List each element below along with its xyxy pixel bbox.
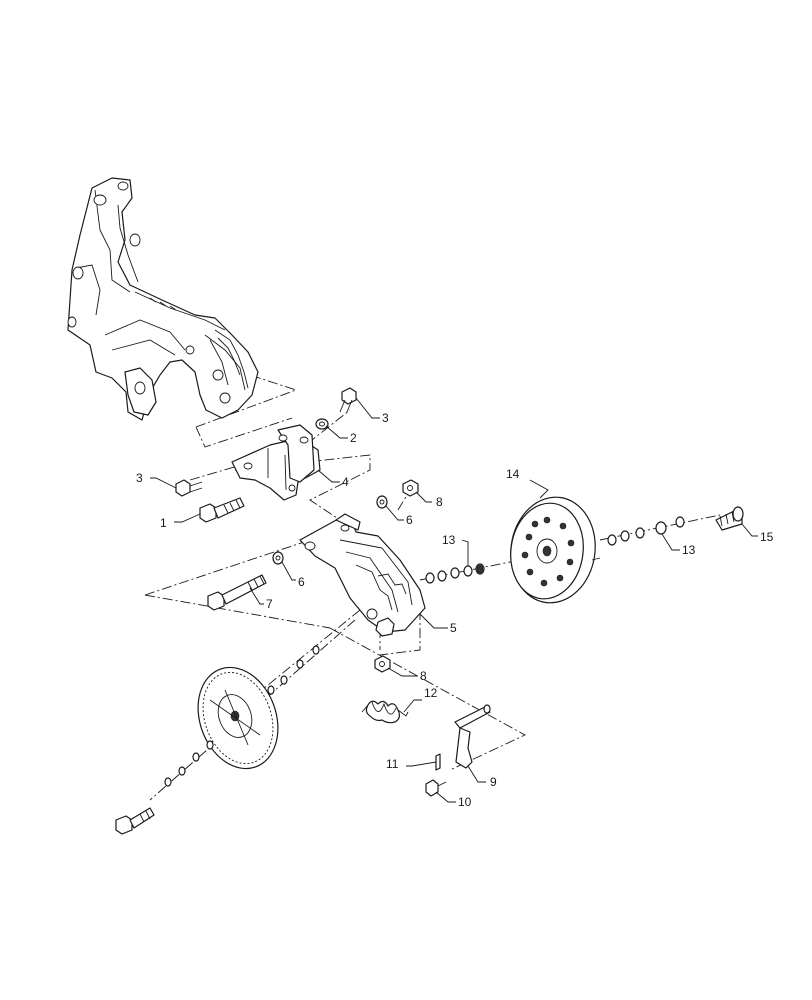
callout-14: 14 (506, 467, 520, 481)
part-8-nut-upper (402, 479, 419, 497)
callout-3-upper: 3 (382, 411, 389, 425)
callout-13-left: 13 (442, 533, 456, 547)
callouts: 3 2 4 3 1 8 6 6 7 5 8 13 14 13 15 12 11 (136, 397, 774, 809)
callout-15: 15 (760, 530, 774, 544)
callout-8-lower: 8 (420, 669, 427, 683)
part-5-gauge-arm (299, 513, 426, 637)
part-14-gauge-wheel (510, 496, 601, 604)
part-11-pin (435, 753, 441, 771)
row-unit-frame (67, 177, 259, 421)
part-9-lever (454, 704, 491, 769)
callout-6-upper: 6 (406, 513, 413, 527)
callout-6-lower: 6 (298, 575, 305, 589)
part-6-washer-upper (376, 495, 388, 509)
callout-11: 11 (386, 757, 399, 771)
callout-12: 12 (424, 686, 438, 700)
part-10-screw (425, 779, 447, 797)
part-3-bolt-upper (339, 387, 357, 413)
callout-1: 1 (160, 516, 167, 530)
callout-10: 10 (458, 795, 472, 809)
part-12-spring (361, 700, 409, 724)
callout-4: 4 (342, 475, 349, 489)
callout-2: 2 (350, 431, 357, 445)
part-15-bolt (715, 506, 744, 531)
part-8-nut-lower (374, 655, 391, 673)
part-4-mount-bracket (231, 424, 321, 501)
callout-9: 9 (490, 775, 497, 789)
part-1-bolt (199, 497, 245, 523)
part-13-spacers-left (425, 563, 485, 584)
part-7-long-bolt (207, 574, 267, 611)
callout-8-upper: 8 (436, 495, 443, 509)
part-6-washer-lower (272, 551, 284, 565)
part-2-washer (315, 418, 329, 430)
callout-13-right: 13 (682, 543, 696, 557)
callout-5: 5 (450, 621, 457, 635)
callout-3-left: 3 (136, 471, 143, 485)
part-13-spacers-right (607, 516, 685, 546)
lower-wheel-assembly (115, 645, 320, 835)
callout-7: 7 (266, 597, 273, 611)
part-3-bolt-left (175, 479, 203, 497)
